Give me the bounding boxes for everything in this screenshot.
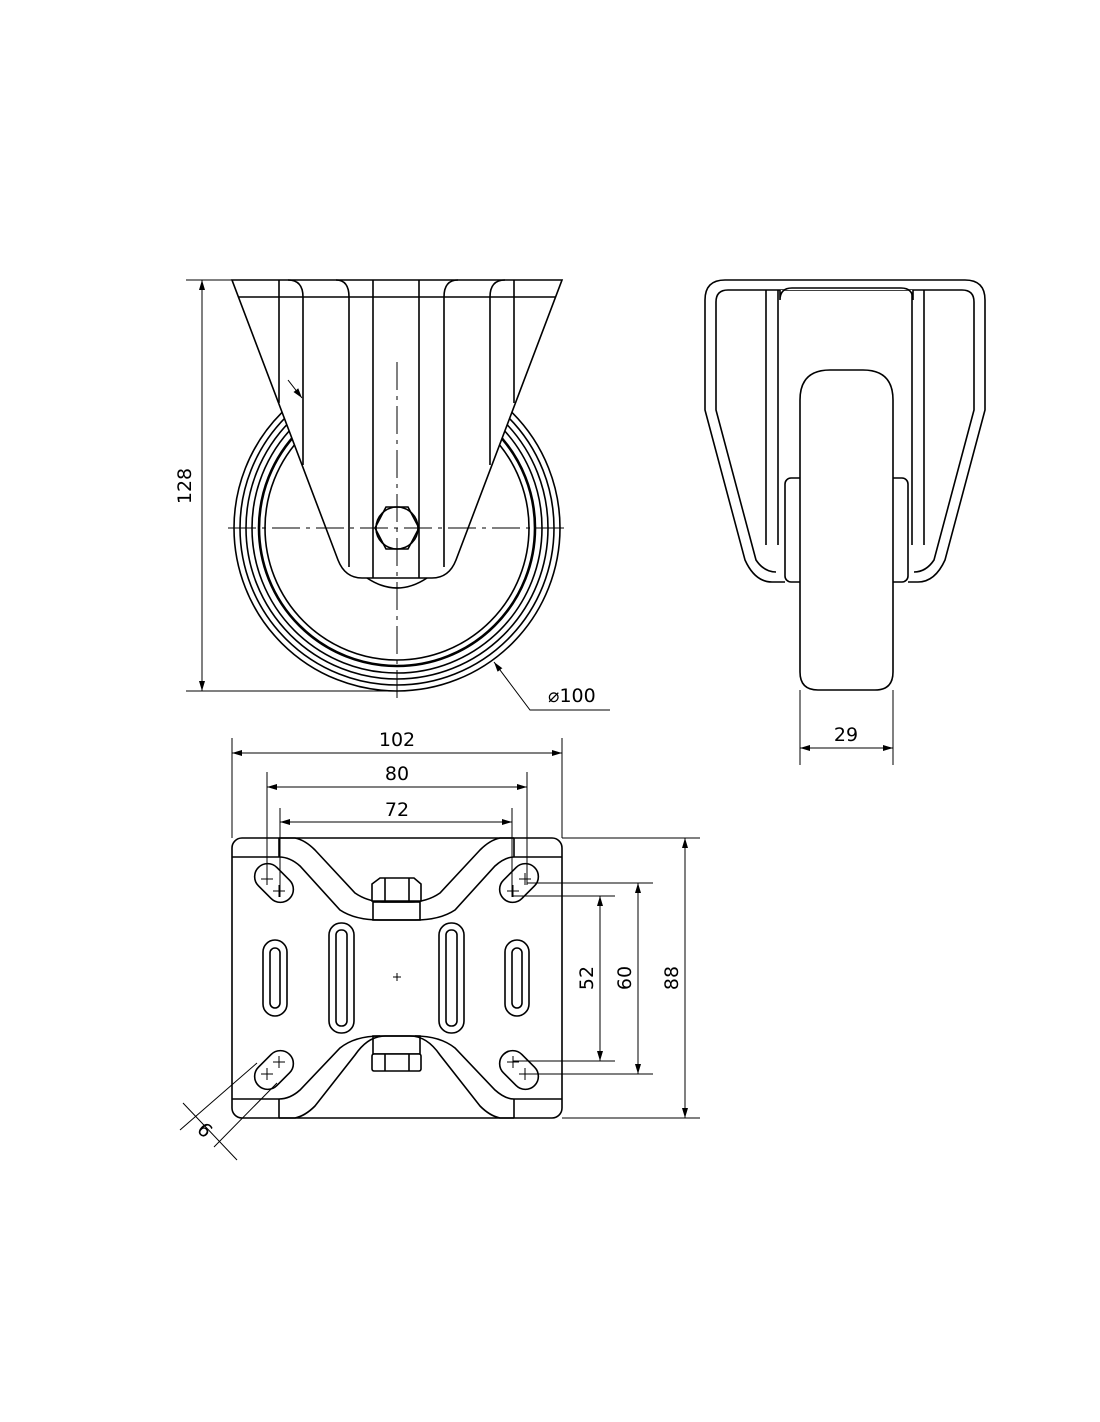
dim-vertical-60: 60 xyxy=(614,966,636,990)
dim-hole-spacing-72: 72 xyxy=(385,799,409,821)
dim-wheel-diameter: ⌀100 xyxy=(548,685,596,707)
nut-top xyxy=(371,877,422,902)
dim-wheel-width-29: 29 xyxy=(834,724,858,746)
mounting-holes xyxy=(253,862,540,1091)
dim-slot-width-9: 9 xyxy=(194,1117,218,1141)
dim-vertical-52: 52 xyxy=(576,966,598,990)
wheel-side xyxy=(799,369,894,691)
nut-bottom xyxy=(371,1053,422,1072)
dim-plate-length-88: 88 xyxy=(661,966,683,990)
front-view: 128 ⌀100 xyxy=(174,279,610,711)
side-view: 29 xyxy=(704,279,986,765)
mounting-slots xyxy=(262,922,530,1034)
top-view-plate: 102 80 72 52 60 88 9 xyxy=(179,729,700,1161)
dim-plate-width-102: 102 xyxy=(379,729,415,751)
dim-hole-spacing-80: 80 xyxy=(385,763,409,785)
dim-height-128: 128 xyxy=(174,468,196,504)
